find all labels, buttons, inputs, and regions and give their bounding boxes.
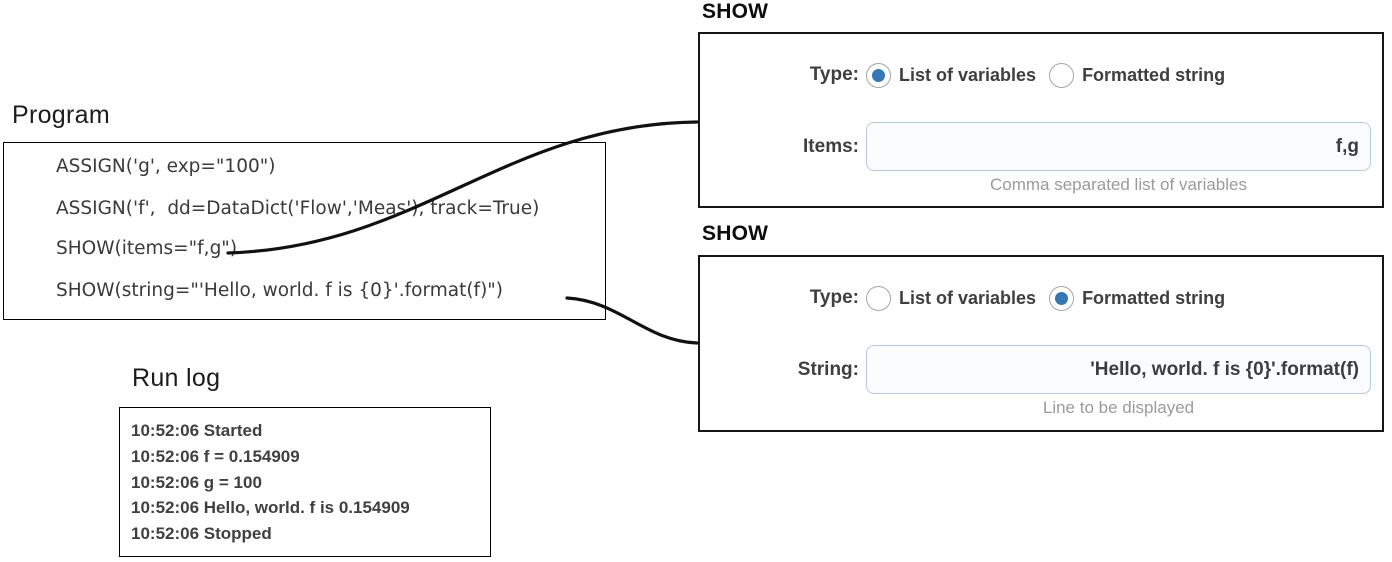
log-entry: 10:52:06 f = 0.154909 [131, 446, 300, 466]
radio-formatted-string[interactable] [1049, 285, 1075, 311]
radio-label[interactable]: Formatted string [1082, 287, 1226, 308]
program-code-line: SHOW(string="'Hello, world. f is {0}'.fo… [56, 280, 504, 301]
show-panel-title: SHOW [702, 0, 769, 23]
log-entry: 10:52:06 Stopped [131, 524, 272, 544]
type-radio-group: List of variables Formatted string [866, 283, 1238, 313]
show-panel-string: Type: List of variables Formatted string… [698, 255, 1384, 432]
program-code-line: ASSIGN('f', dd=DataDict('Flow','Meas'), … [56, 198, 540, 219]
show-panel-list: Type: List of variables Formatted string… [698, 32, 1384, 208]
radio-label[interactable]: List of variables [899, 287, 1037, 308]
items-input[interactable]: f,g [866, 122, 1371, 171]
radio-dot [872, 292, 885, 305]
type-label: Type: [809, 287, 859, 308]
radio-label[interactable]: List of variables [899, 64, 1037, 85]
show-panel-title: SHOW [702, 222, 769, 245]
radio-dot [1055, 291, 1069, 305]
radio-dot [872, 68, 885, 82]
radio-list-of-variables[interactable] [866, 285, 891, 311]
run-log-box: 10:52:06 Started 10:52:06 f = 0.154909 1… [119, 407, 491, 557]
radio-formatted-string[interactable] [1049, 62, 1075, 88]
program-code-line: ASSIGN('g', exp="100") [56, 156, 276, 177]
type-label: Type: [809, 64, 859, 85]
run-log-title: Run log [132, 364, 221, 392]
program-box: ASSIGN('g', exp="100") ASSIGN('f', dd=Da… [3, 142, 606, 320]
string-help-text: Line to be displayed [1042, 398, 1195, 417]
string-input[interactable]: 'Hello, world. f is {0}'.format(f) [866, 345, 1371, 394]
items-label: Items: [803, 135, 859, 157]
program-code-line: SHOW(items="f,g") [56, 238, 238, 259]
string-label: String: [797, 358, 859, 380]
type-radio-group: List of variables Formatted string [866, 60, 1238, 90]
radio-label[interactable]: Formatted string [1082, 64, 1226, 85]
items-help-text: Comma separated list of variables [989, 175, 1247, 194]
radio-dot [1055, 69, 1068, 82]
radio-list-of-variables[interactable] [866, 62, 891, 88]
log-entry: 10:52:06 Started [131, 421, 263, 440]
log-entry: 10:52:06 g = 100 [131, 472, 262, 492]
program-title: Program [12, 101, 110, 129]
log-entry: 10:52:06 Hello, world. f is 0.154909 [131, 498, 410, 518]
